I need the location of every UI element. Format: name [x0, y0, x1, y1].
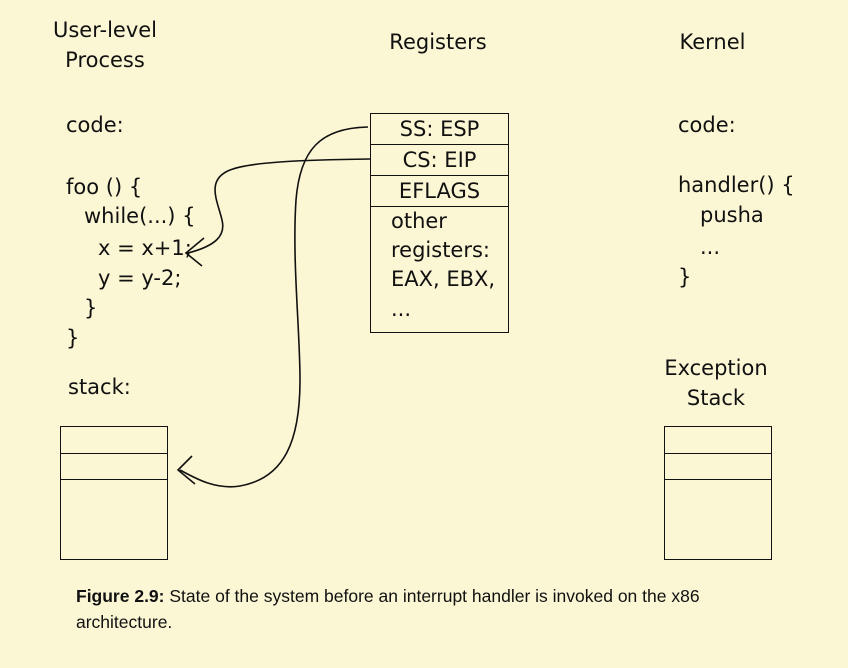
- kernel-header: Kernel: [679, 30, 746, 54]
- user-code-line-2: while(...) {: [84, 204, 196, 228]
- user-stack-slot-divider: [61, 479, 167, 480]
- esp-to-stack-arrow: [179, 126, 369, 488]
- kernel-code-line-3: ...: [700, 235, 721, 259]
- exception-stack-slot-divider: [665, 453, 771, 454]
- exception-stack-slot-divider: [665, 479, 771, 480]
- user-header-line2: Process: [65, 48, 145, 72]
- register-ss-esp: SS: ESP: [371, 114, 508, 145]
- caption-text: State of the system before an interrupt …: [76, 586, 700, 632]
- user-code-label: code:: [66, 113, 124, 137]
- register-other-2: registers:: [391, 238, 491, 262]
- registers-header: Registers: [389, 30, 487, 54]
- user-process-header: User-level Process: [40, 15, 170, 75]
- kernel-code-line-4: }: [678, 265, 692, 289]
- user-code-line-6: }: [66, 326, 80, 350]
- user-stack-slot-divider: [61, 453, 167, 454]
- user-code-line-4: y = y-2;: [98, 266, 182, 290]
- user-header-line1: User-level: [52, 18, 158, 42]
- user-stack-box: [60, 426, 168, 560]
- registers-box: SS: ESP CS: EIP EFLAGS other registers: …: [370, 113, 509, 333]
- user-code-line-5: }: [84, 296, 98, 320]
- eip-arrowhead: [184, 237, 205, 267]
- esp-arrowhead: [176, 455, 196, 485]
- register-other-3: EAX, EBX,: [391, 267, 496, 291]
- figure-caption: Figure 2.9: State of the system before a…: [76, 583, 776, 635]
- register-eflags: EFLAGS: [371, 176, 508, 207]
- exception-stack-line1: Exception: [664, 356, 768, 380]
- exception-stack-box: [664, 426, 772, 560]
- eip-to-code-arrow: [187, 158, 371, 254]
- kernel-code-line-2: pusha: [700, 203, 764, 227]
- register-cs-eip: CS: EIP: [371, 145, 508, 176]
- kernel-code-line-1: handler() {: [678, 173, 795, 197]
- user-stack-label: stack:: [68, 375, 131, 399]
- caption-label: Figure 2.9:: [76, 586, 165, 606]
- register-other-4: ...: [391, 297, 412, 321]
- user-code-line-3: x = x+1;: [98, 236, 192, 260]
- register-other-1: other: [391, 209, 447, 233]
- kernel-code-label: code:: [678, 113, 736, 137]
- exception-stack-label: Exception Stack: [650, 353, 782, 413]
- user-code-line-1: foo () {: [66, 175, 143, 199]
- exception-stack-line2: Stack: [686, 386, 746, 410]
